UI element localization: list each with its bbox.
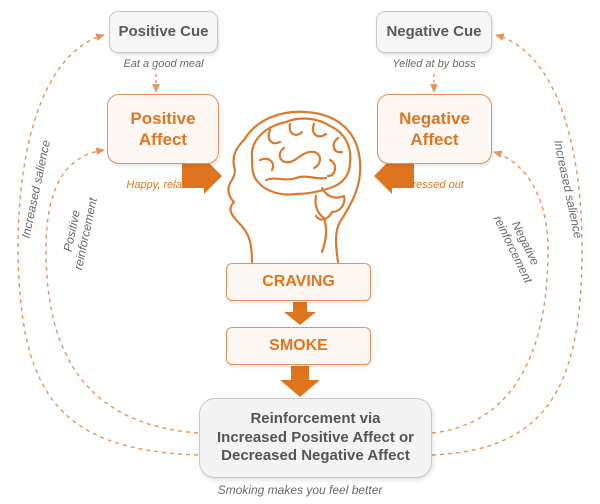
positive-affect-feeling: Happy, relaxed (126, 179, 200, 191)
reinforcement-line2: Increased Positive Affect or (216, 428, 414, 446)
negative-affect-feeling: Stressed out (402, 179, 464, 191)
positive-affect-box: Positive Affect (107, 94, 219, 164)
positive-cue-title: Positive Cue (118, 22, 209, 40)
negative-affect-line1: Negative (399, 108, 470, 128)
craving-box: CRAVING (226, 263, 371, 301)
smoke-box: SMOKE (226, 327, 371, 365)
craving-to-smoke-arrow (284, 302, 316, 325)
positive-cue-example: Eat a good meal (123, 58, 204, 70)
negative-affect-to-brain-arrow (374, 158, 414, 194)
smoke-to-reinforcement-arrow (280, 366, 320, 397)
negative-affect-line2: Affect (410, 130, 459, 149)
positive-cue-box: Positive Cue (109, 11, 218, 53)
reinforcement-line3: Decreased Negative Affect (221, 447, 410, 465)
smoke-label: SMOKE (269, 337, 328, 354)
craving-label: CRAVING (262, 273, 335, 290)
positive-affect-to-brain-arrow (182, 158, 222, 194)
left-inner-loop-arrow (45, 147, 199, 434)
negative-affect-box: Negative Affect (377, 94, 492, 164)
reinforcement-caption: Smoking makes you feel better (217, 483, 383, 497)
positive-affect-line2: Affect (138, 130, 188, 149)
positive-affect-line1: Positive (130, 108, 196, 128)
head-brain-icon (227, 110, 362, 264)
negative-cue-box: Negative Cue (376, 11, 492, 53)
reinforcement-line1: Reinforcement via (250, 409, 381, 427)
reinforcement-box: Reinforcement via Increased Positive Aff… (199, 398, 432, 478)
right-outer-loop-arrow (431, 33, 583, 456)
negative-cue-title: Negative Cue (386, 22, 482, 40)
right-inner-loop-arrow (431, 150, 549, 434)
negative-cue-example: Yelled at by boss (392, 58, 476, 70)
